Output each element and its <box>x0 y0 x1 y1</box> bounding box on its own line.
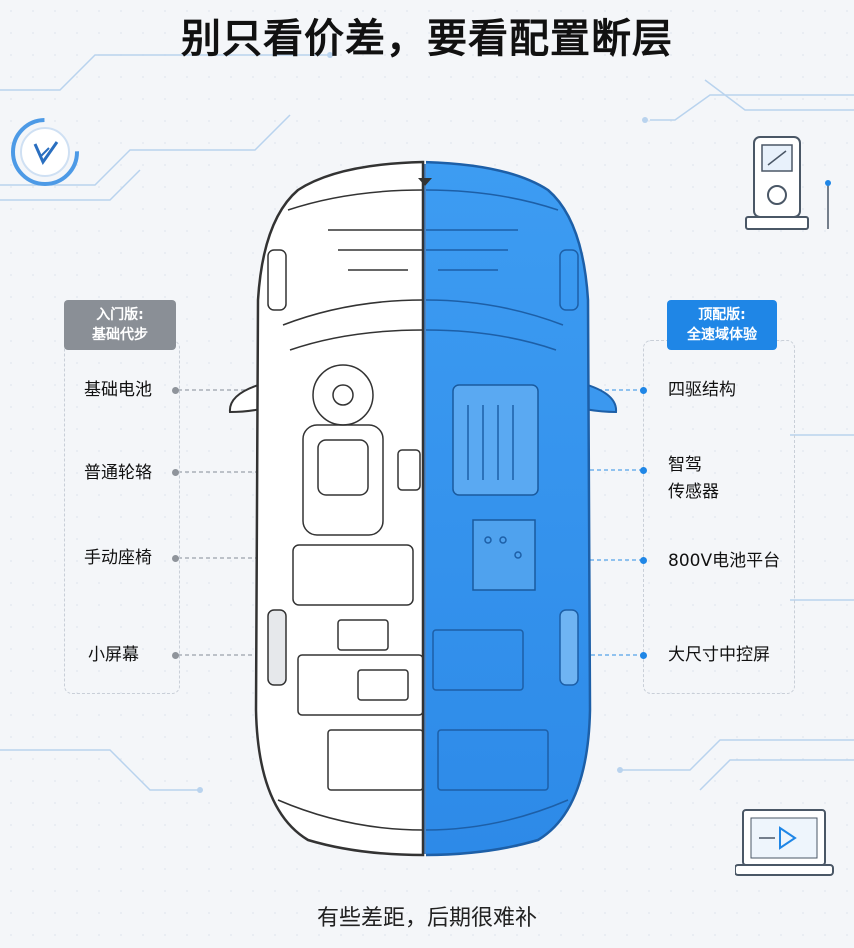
top-feature-awd: 四驱结构 <box>668 380 736 400</box>
entry-version-tag: 入门版: 基础代步 <box>64 300 176 350</box>
charger-icon <box>745 136 831 230</box>
laptop-play-icon <box>735 809 834 876</box>
top-feature-sensors: 传感器 <box>668 482 719 502</box>
page-title: 别只看价差，要看配置断层 <box>181 16 673 62</box>
top-connector-dot <box>640 387 647 394</box>
entry-connector-dot <box>172 469 179 476</box>
top-feature-adas: 智驾 <box>668 455 702 475</box>
top-tag-line1: 顶配版: <box>698 307 746 323</box>
top-version-tag: 顶配版: 全速域体验 <box>667 300 777 350</box>
top-tag-line2: 全速域体验 <box>687 327 757 343</box>
entry-connector-dot <box>172 652 179 659</box>
entry-feature-seats: 手动座椅 <box>84 548 152 568</box>
entry-connector-dot <box>172 555 179 562</box>
entry-feature-wheels: 普通轮辂 <box>84 463 152 483</box>
entry-feature-screen: 小屏幕 <box>88 645 139 665</box>
entry-feature-battery: 基础电池 <box>84 380 152 400</box>
entry-tag-line1: 入门版: <box>96 307 144 323</box>
footer-caption: 有些差距，后期很难补 <box>316 906 537 931</box>
refresh-badge-icon <box>11 118 79 186</box>
top-connector-dot <box>640 557 647 564</box>
top-feature-large-screen: 大尺寸中控屏 <box>668 645 770 665</box>
top-feature-800v: 800V电池平台 <box>668 551 781 571</box>
top-connector-dot <box>640 652 647 659</box>
top-connector-dot <box>640 467 647 474</box>
entry-connector-dot <box>172 387 179 394</box>
entry-tag-line2: 基础代步 <box>92 327 148 343</box>
car-cutaway-illustration <box>228 160 618 857</box>
